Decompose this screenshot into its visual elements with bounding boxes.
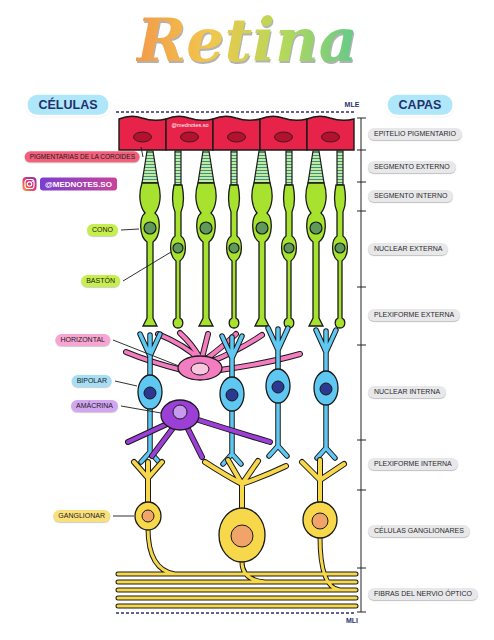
bipolar-cells bbox=[138, 328, 338, 464]
layer-label: EPITELIO PIGMENTARIO bbox=[368, 128, 462, 140]
pigment-cell bbox=[213, 116, 260, 150]
label-text: FIBRAS DEL NERVIO ÓPTICO bbox=[374, 590, 472, 598]
photoreceptors bbox=[140, 151, 348, 328]
label-text: PIGMENTARIAS DE LA COROIDES bbox=[30, 153, 135, 160]
cell-label: BASTÓN bbox=[81, 275, 120, 287]
pigment-nucleus bbox=[322, 132, 340, 142]
bipolar-cell bbox=[266, 328, 290, 456]
layer-label: NUCLEAR INTERNA bbox=[368, 386, 446, 398]
icon-frame bbox=[25, 180, 34, 189]
pigment-cell bbox=[166, 116, 213, 150]
label-text: @MEDNOTES.SO bbox=[40, 177, 117, 190]
rod-cell bbox=[171, 151, 186, 328]
pigment-cell bbox=[260, 116, 307, 150]
label-text: BIPOLAR bbox=[77, 377, 107, 385]
layer-label: PLEXIFORME INTERNA bbox=[368, 458, 458, 470]
leader-line bbox=[123, 252, 171, 281]
label-text: AMÁCRINA bbox=[76, 402, 113, 410]
cell-label: AMÁCRINA bbox=[71, 400, 118, 412]
cell-label: CONO bbox=[87, 224, 118, 236]
limiting-membrane bbox=[116, 111, 356, 112]
icon-lens bbox=[27, 182, 31, 186]
cone-cell bbox=[140, 151, 160, 326]
pigment-cell bbox=[119, 116, 166, 150]
rod-cell bbox=[282, 151, 297, 328]
layer-label: SEGMENTO INTERNO bbox=[368, 190, 453, 202]
layer-label: PLEXIFORME EXTERNA bbox=[368, 309, 460, 321]
leader-line bbox=[113, 340, 179, 366]
ganglion-cells bbox=[118, 460, 356, 606]
bipolar-cell bbox=[314, 330, 338, 458]
leader-line bbox=[115, 381, 137, 386]
leader-lines bbox=[113, 147, 179, 516]
rod-cell bbox=[227, 151, 242, 328]
label-text: EPITELIO PIGMENTARIO bbox=[374, 130, 456, 138]
cell-label: BIPOLAR bbox=[72, 375, 112, 387]
membrane-label: MLE bbox=[345, 101, 360, 109]
layer-label: CÉLULAS GANGLIONARES bbox=[368, 525, 470, 537]
layer-label: SEGMENTO EXTERNO bbox=[368, 161, 456, 173]
cell-label: PIGMENTARIAS DE LA COROIDES bbox=[25, 151, 140, 162]
bipolar-cell bbox=[220, 336, 244, 464]
cone-cell bbox=[306, 151, 326, 326]
rod-cell bbox=[333, 151, 348, 328]
label-text: CÉLULAS GANGLIONARES bbox=[374, 527, 464, 535]
cell-label: GANGLIONAR bbox=[53, 510, 110, 522]
cell-label: HORIZONTAL bbox=[55, 334, 110, 346]
title-wrap: Retina bbox=[0, 4, 494, 76]
label-text: NUCLEAR EXTERNA bbox=[374, 245, 442, 253]
leader-line bbox=[113, 516, 134, 517]
label-text: SEGMENTO INTERNO bbox=[374, 192, 447, 200]
pigment-nucleus bbox=[134, 132, 152, 142]
title: Retina bbox=[136, 5, 357, 75]
icon-ground bbox=[23, 177, 37, 191]
social-handle: @MEDNOTES.SO bbox=[22, 177, 117, 192]
label-text: GANGLIONAR bbox=[58, 512, 105, 520]
membrane-label: MLI bbox=[346, 617, 358, 625]
layer-label: NUCLEAR EXTERNA bbox=[368, 243, 448, 255]
amacrine-cell bbox=[128, 400, 270, 457]
limiting-membrane bbox=[116, 612, 356, 613]
watermark: @mednotes.so bbox=[171, 122, 208, 128]
label-text: HORIZONTAL bbox=[60, 336, 105, 344]
label-text: PLEXIFORME INTERNA bbox=[374, 460, 452, 468]
label-text: SEGMENTO EXTERNO bbox=[374, 163, 450, 171]
label-text: BASTÓN bbox=[86, 277, 115, 285]
column-header: CÉLULAS bbox=[27, 95, 108, 115]
label-text: CÉLULAS bbox=[38, 98, 97, 112]
leader-line bbox=[121, 229, 139, 230]
instagram-icon bbox=[22, 177, 37, 192]
label-text: NUCLEAR INTERNA bbox=[374, 388, 440, 396]
pigment-epithelium bbox=[119, 116, 354, 150]
layer-label: FIBRAS DEL NERVIO ÓPTICO bbox=[368, 588, 478, 600]
pigment-cell bbox=[307, 116, 354, 150]
label-text: CAPAS bbox=[399, 98, 442, 112]
leader-line bbox=[141, 147, 143, 157]
cone-cell bbox=[196, 151, 216, 326]
pigment-nucleus bbox=[275, 132, 293, 142]
label-text: PLEXIFORME EXTERNA bbox=[374, 311, 454, 319]
cone-cell bbox=[252, 151, 272, 326]
column-header: CAPAS bbox=[388, 95, 453, 115]
icon-dot bbox=[32, 181, 33, 182]
label-text: CONO bbox=[92, 226, 113, 234]
pigment-nucleus bbox=[181, 132, 199, 142]
pigment-nucleus bbox=[228, 132, 246, 142]
leader-line bbox=[121, 406, 161, 413]
layer-bracket bbox=[357, 118, 366, 612]
